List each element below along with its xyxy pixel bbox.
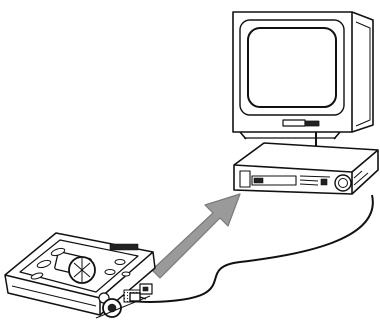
vcr-icon bbox=[234, 143, 378, 194]
tv-icon bbox=[233, 12, 373, 139]
cable-icon bbox=[137, 195, 373, 302]
camcorder-icon bbox=[5, 233, 155, 318]
